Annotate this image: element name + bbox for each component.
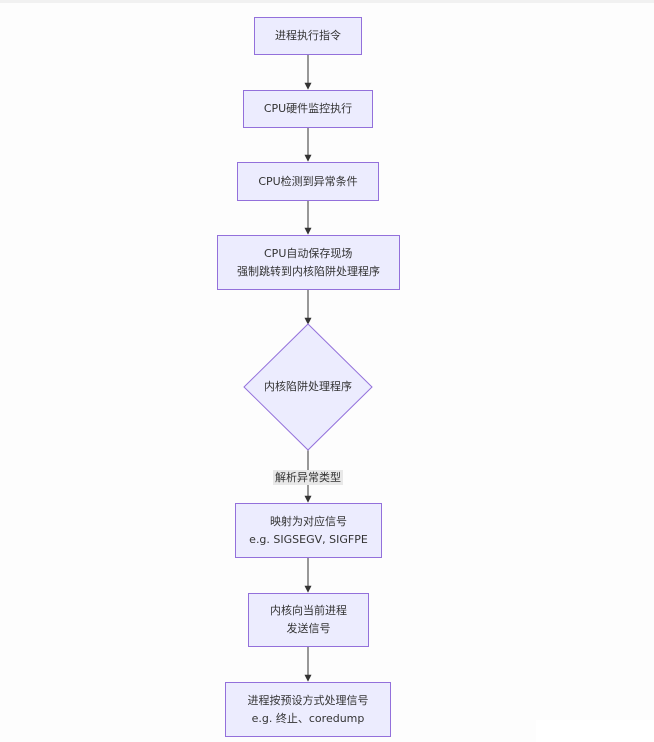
node-cpu-saves-context: CPU自动保存现场 强制跳转到内核陷阱处理程序 xyxy=(217,235,400,290)
node-cpu-hardware-monitor: CPU硬件监控执行 xyxy=(243,90,373,128)
node-1-line-1: 进程执行指令 xyxy=(275,29,341,42)
decision-diamond xyxy=(243,323,373,451)
node-cpu-detects-exception: CPU检测到异常条件 xyxy=(237,162,379,201)
corner-patch xyxy=(536,720,654,742)
decision-label: 内核陷阱处理程序 xyxy=(264,380,352,393)
node-6-line-1: 映射为对应信号 xyxy=(270,514,347,528)
node-4-line-1: CPU自动保存现场 xyxy=(264,246,353,260)
node-7-line-2: 发送信号 xyxy=(286,622,331,635)
node-map-to-signal: 映射为对应信号 e.g. SIGSEGV, SIGFPE xyxy=(235,503,382,558)
top-strip xyxy=(0,0,654,3)
node-process-handles-signal: 进程按预设方式处理信号 e.g. 终止、coredump xyxy=(225,682,391,737)
node-kernel-sends-signal: 内核向当前进程 发送信号 xyxy=(248,593,369,647)
node-8-line-1: 进程按预设方式处理信号 xyxy=(247,693,369,707)
node-8-line-2: e.g. 终止、coredump xyxy=(251,711,365,725)
node-process-executes-instruction: 进程执行指令 xyxy=(254,17,362,55)
node-6-line-2: e.g. SIGSEGV, SIGFPE xyxy=(249,532,368,546)
edge-label-parse-exception: 解析异常类型 xyxy=(273,470,343,485)
node-2-line-1: CPU硬件监控执行 xyxy=(263,102,353,115)
node-4-line-2: 强制跳转到内核陷阱处理程序 xyxy=(237,264,380,278)
node-3-line-1: CPU检测到异常条件 xyxy=(258,174,358,188)
node-7-line-1: 内核向当前进程 xyxy=(270,604,347,617)
